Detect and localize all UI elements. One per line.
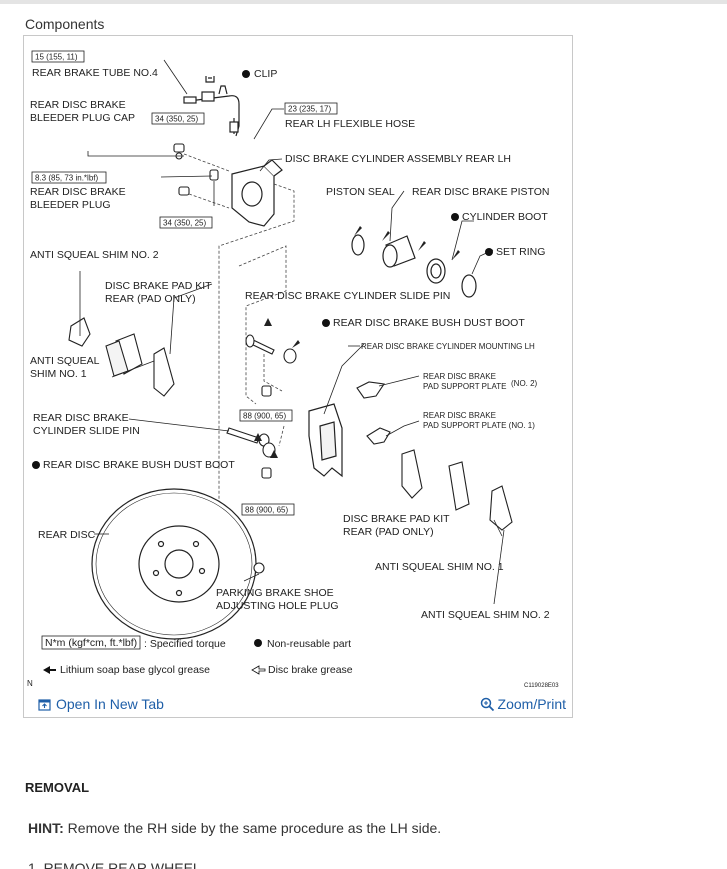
- flexible-hose-part: [218, 85, 239, 134]
- mounting-bolts-part: [261, 385, 272, 479]
- label-set-ring: SET RING: [496, 246, 545, 258]
- step-1-text: 1. REMOVE REAR WHEEL: [28, 860, 201, 869]
- nonreusable-dot-clip: [242, 70, 250, 78]
- support-plates-part: [356, 381, 391, 445]
- label-bush-boot-bottom: REAR DISC BRAKE BUSH DUST BOOT: [43, 459, 235, 471]
- right-pads-part: [401, 449, 513, 531]
- label-bush-boot-top: REAR DISC BRAKE BUSH DUST BOOT: [333, 317, 525, 329]
- legend-lithium-arrow: [43, 666, 56, 674]
- legend-lithium: Lithium soap base glycol grease: [60, 664, 210, 676]
- legend: N*m (kgf*cm, ft.*lbf) : Specified torque…: [27, 635, 559, 689]
- label-shim-2-right: ANTI SQUEAL SHIM NO. 2: [421, 609, 550, 621]
- components-figure: 15 (155, 11) REAR BRAKE TUBE NO.4 CLIP R…: [23, 35, 573, 718]
- svg-text:15 (155, 11): 15 (155, 11): [35, 53, 78, 62]
- brake-tube-part: [183, 76, 240, 137]
- legend-nonreuse: Non-reusable part: [267, 638, 351, 650]
- hint-text: Remove the RH side by the same procedure…: [67, 820, 442, 836]
- label-support-2-2: PAD SUPPORT PLATE: [423, 382, 506, 391]
- legend-torque-box: N*m (kgf*cm, ft.*lbf): [45, 637, 137, 649]
- section-title: Components: [25, 16, 105, 32]
- svg-text:34 (350, 25): 34 (350, 25): [163, 219, 206, 228]
- left-pads-part: [105, 333, 175, 397]
- label-clip: CLIP: [254, 68, 277, 80]
- label-slide-pin-2: CYLINDER SLIDE PIN: [33, 425, 140, 437]
- corner-letter: N: [27, 679, 33, 688]
- nonreusable-dot-bush-bottom: [32, 461, 40, 469]
- new-tab-icon: [38, 698, 51, 711]
- label-cylinder-assembly: DISC BRAKE CYLINDER ASSEMBLY REAR LH: [285, 153, 511, 165]
- zoom-print-link[interactable]: Zoom/Print: [480, 696, 566, 712]
- removal-heading: REMOVAL: [25, 780, 90, 795]
- zoom-print-label: Zoom/Print: [497, 696, 566, 712]
- label-pad-kit-1: DISC BRAKE PAD KIT: [105, 280, 212, 292]
- svg-text:23 (235, 17): 23 (235, 17): [288, 105, 331, 114]
- legend-disc-arrow: [251, 665, 266, 675]
- hint-label: HINT:: [28, 820, 64, 836]
- hint-paragraph: HINT: Remove the RH side by the same pro…: [28, 820, 441, 836]
- torque-box-83: 8.3 (85, 73 in.*lbf): [31, 171, 107, 184]
- label-hole-plug-1: PARKING BRAKE SHOE: [216, 587, 334, 599]
- open-in-new-tab-label: Open In New Tab: [56, 696, 164, 712]
- label-piston-seal: PISTON SEAL: [326, 186, 395, 198]
- svg-text:88 (900, 65): 88 (900, 65): [245, 506, 288, 515]
- nonreusable-dot-ring: [485, 248, 493, 256]
- brake-components-diagram: 15 (155, 11) REAR BRAKE TUBE NO.4 CLIP R…: [27, 50, 559, 689]
- label-shim-1-left-1: ANTI SQUEAL: [30, 355, 100, 367]
- piston-parts: [351, 234, 477, 298]
- label-piston: REAR DISC BRAKE PISTON: [412, 186, 550, 198]
- rear-disc-part: [91, 488, 257, 640]
- label-plug-1: REAR DISC BRAKE: [30, 186, 126, 198]
- label-support-2-3: (NO. 2): [511, 379, 538, 388]
- label-cap-2: BLEEDER PLUG CAP: [30, 112, 135, 124]
- label-hose: REAR LH FLEXIBLE HOSE: [285, 118, 415, 130]
- label-slide-pin-1: REAR DISC BRAKE: [33, 412, 129, 424]
- hole-plug-part: [253, 562, 265, 574]
- bleeder-cap-part: [173, 143, 185, 160]
- label-pad-kit-r-2: REAR (PAD ONLY): [343, 526, 434, 538]
- torque-box-15: 15 (155, 11): [31, 50, 85, 63]
- label-tube: REAR BRAKE TUBE NO.4: [32, 67, 158, 79]
- figure-code: C119028E03: [524, 683, 559, 689]
- cylinder-mounting-part: [308, 403, 343, 478]
- label-plug-2: BLEEDER PLUG: [30, 199, 111, 211]
- legend-dot: [254, 639, 262, 647]
- label-shim-1-right: ANTI SQUEAL SHIM NO. 1: [375, 561, 504, 573]
- nonreusable-dot-boot: [451, 213, 459, 221]
- svg-text:34 (350, 25): 34 (350, 25): [155, 115, 198, 124]
- open-in-new-tab-link[interactable]: Open In New Tab: [38, 696, 164, 712]
- lower-slide-pin-part: [226, 427, 276, 458]
- grease-arrows: [254, 226, 460, 458]
- torque-box-88b: 88 (900, 65): [241, 503, 295, 516]
- label-shim-1-left-2: SHIM NO. 1: [30, 368, 87, 380]
- label-mounting: REAR DISC BRAKE CYLINDER MOUNTING LH: [361, 342, 535, 351]
- bleeder-plug-part: [178, 169, 219, 196]
- svg-text:88 (900, 65): 88 (900, 65): [243, 412, 286, 421]
- label-pad-kit-r-1: DISC BRAKE PAD KIT: [343, 513, 450, 525]
- zoom-icon: [480, 697, 494, 711]
- label-cylinder-boot: CYLINDER BOOT: [462, 211, 548, 223]
- legend-torque-text: : Specified torque: [144, 638, 226, 650]
- torque-box-34b: 34 (350, 25): [159, 216, 213, 229]
- label-pad-kit-2: REAR (PAD ONLY): [105, 293, 196, 305]
- label-rear-disc: REAR DISC: [38, 529, 96, 541]
- label-support-1-2: PAD SUPPORT PLATE (NO. 1): [423, 421, 535, 430]
- label-shim-2-left: ANTI SQUEAL SHIM NO. 2: [30, 249, 159, 261]
- label-cap-1: REAR DISC BRAKE: [30, 99, 126, 111]
- torque-box-88a: 88 (900, 65): [239, 409, 293, 422]
- top-divider: [0, 0, 727, 4]
- label-support-2-1: REAR DISC BRAKE: [423, 372, 496, 381]
- label-slide-pin-top: REAR DISC BRAKE CYLINDER SLIDE PIN: [245, 290, 450, 302]
- torque-box-23: 23 (235, 17): [284, 102, 338, 115]
- legend-disc-grease: Disc brake grease: [268, 664, 353, 676]
- label-support-1-1: REAR DISC BRAKE: [423, 411, 496, 420]
- torque-box-34a: 34 (350, 25): [151, 112, 205, 125]
- upper-slide-pin-part: [245, 334, 297, 364]
- nonreusable-dot-bush-top: [322, 319, 330, 327]
- svg-text:8.3 (85, 73 in.*lbf): 8.3 (85, 73 in.*lbf): [35, 174, 98, 183]
- cylinder-assembly-part: [231, 159, 283, 227]
- left-shim-2-part: [68, 317, 91, 347]
- label-hole-plug-2: ADJUSTING HOLE PLUG: [216, 600, 339, 612]
